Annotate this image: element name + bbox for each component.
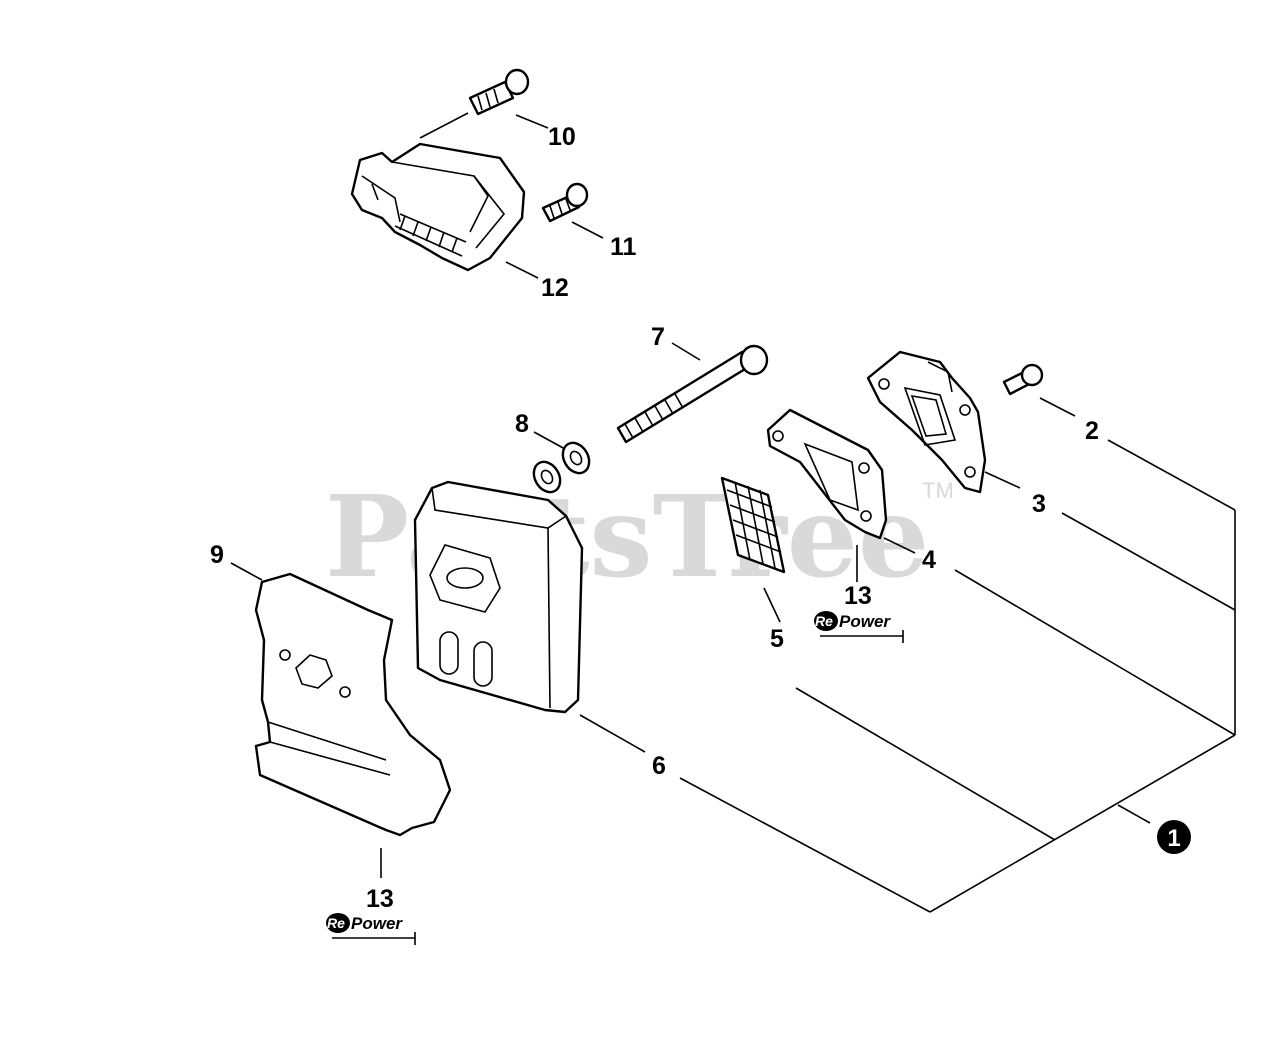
callout-11: 11 <box>610 233 637 261</box>
heat-shield-9 <box>254 572 452 837</box>
muffler-body-6 <box>413 480 584 714</box>
callout-5: 5 <box>770 625 784 653</box>
assembly-bracket-lines <box>679 439 1236 913</box>
assembly-marker-label: 1 <box>1167 825 1180 852</box>
callout-13-lower: 13 <box>366 885 394 913</box>
screw-10 <box>468 68 530 116</box>
gasket-4 <box>766 408 888 540</box>
callout-13-upper: 13 <box>844 582 872 610</box>
repower-badge-upper: Re Power <box>814 611 904 643</box>
callout-3: 3 <box>1032 490 1046 518</box>
callout-4: 4 <box>922 546 936 574</box>
assembly-marker: 1 <box>1157 820 1191 854</box>
screw-2 <box>1002 363 1044 396</box>
callout-7: 7 <box>651 323 665 351</box>
callout-8: 8 <box>515 410 529 438</box>
repower-badge-lower-prefix: Re <box>327 915 345 931</box>
repower-badge-upper-suffix: Power <box>839 612 891 631</box>
screw-11 <box>541 182 589 223</box>
spark-screen-5 <box>720 476 786 574</box>
watermark-trademark: TM <box>922 478 954 503</box>
callout-2: 2 <box>1085 417 1099 445</box>
repower-badge-lower: Re Power <box>326 913 416 945</box>
repower-badge-upper-prefix: Re <box>815 613 833 629</box>
washers-8 <box>532 441 591 494</box>
callout-9: 9 <box>210 541 224 569</box>
leader-lines <box>230 112 1076 878</box>
callout-12: 12 <box>541 274 569 302</box>
repower-badge-lower-suffix: Power <box>351 914 403 933</box>
bolt-7 <box>616 344 769 444</box>
callout-10: 10 <box>548 123 576 151</box>
exhaust-flange-3 <box>866 350 987 494</box>
muffler-cover-12 <box>350 142 526 272</box>
callout-6: 6 <box>652 752 666 780</box>
